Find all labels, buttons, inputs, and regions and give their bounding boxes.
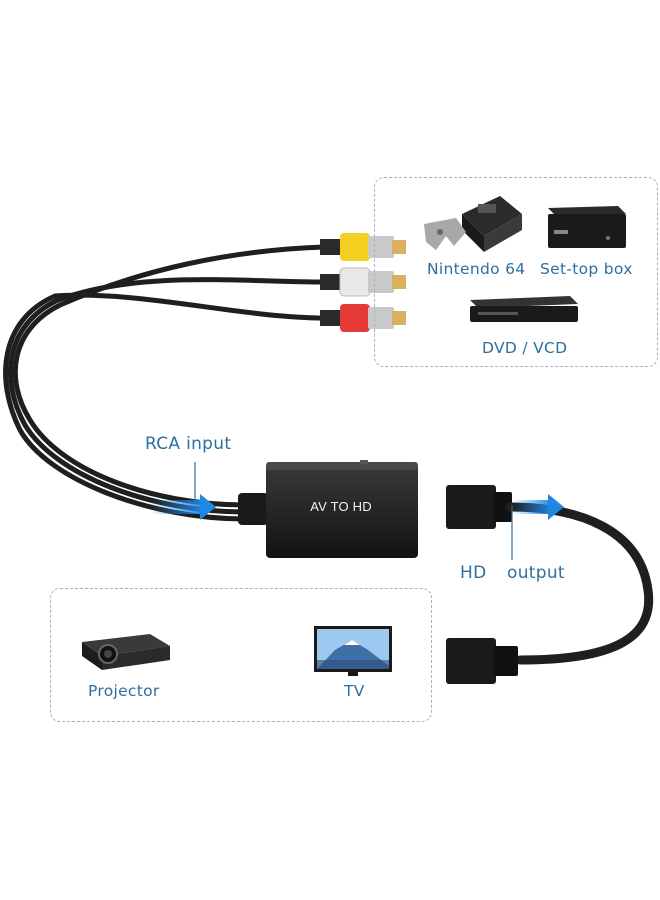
av-to-hd-converter [266,460,418,558]
input-flow-arrow [150,494,216,520]
converter-label: AV TO HD [310,499,372,514]
source-devices-panel [374,177,658,367]
output-flow-arrow [512,494,564,520]
display-devices-panel [50,588,432,722]
strain-relief [238,493,268,525]
dvd-vcd-label: DVD / VCD [482,339,568,357]
rca-input-label: RCA input [145,434,232,454]
tv-icon [314,626,392,676]
set-top-box-label: Set-top box [540,260,633,278]
projector-label: Projector [88,682,160,700]
nintendo-64-icon [424,196,522,252]
hd-label: HD [460,563,487,583]
projector-icon [82,634,170,670]
output-label: output [507,563,565,583]
nintendo-64-label: Nintendo 64 [427,260,526,278]
hdmi-plug-top [446,485,512,529]
hdmi-plug-bottom [446,638,518,684]
set-top-box-icon [548,206,626,248]
rca-cable [3,244,328,522]
dvd-player-icon [470,296,578,322]
tv-label: TV [344,682,365,700]
hdmi-cable [505,502,654,665]
